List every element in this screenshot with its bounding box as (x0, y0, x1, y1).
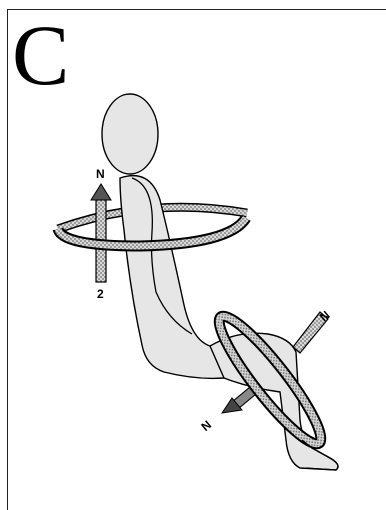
vertical-axis-top-label: N (96, 167, 105, 181)
vertical-axis-arrow (91, 184, 111, 282)
oblique-axis-lower-label: N (198, 418, 214, 434)
vertical-axis-bottom-label: 2 (97, 287, 104, 301)
head (102, 94, 158, 174)
